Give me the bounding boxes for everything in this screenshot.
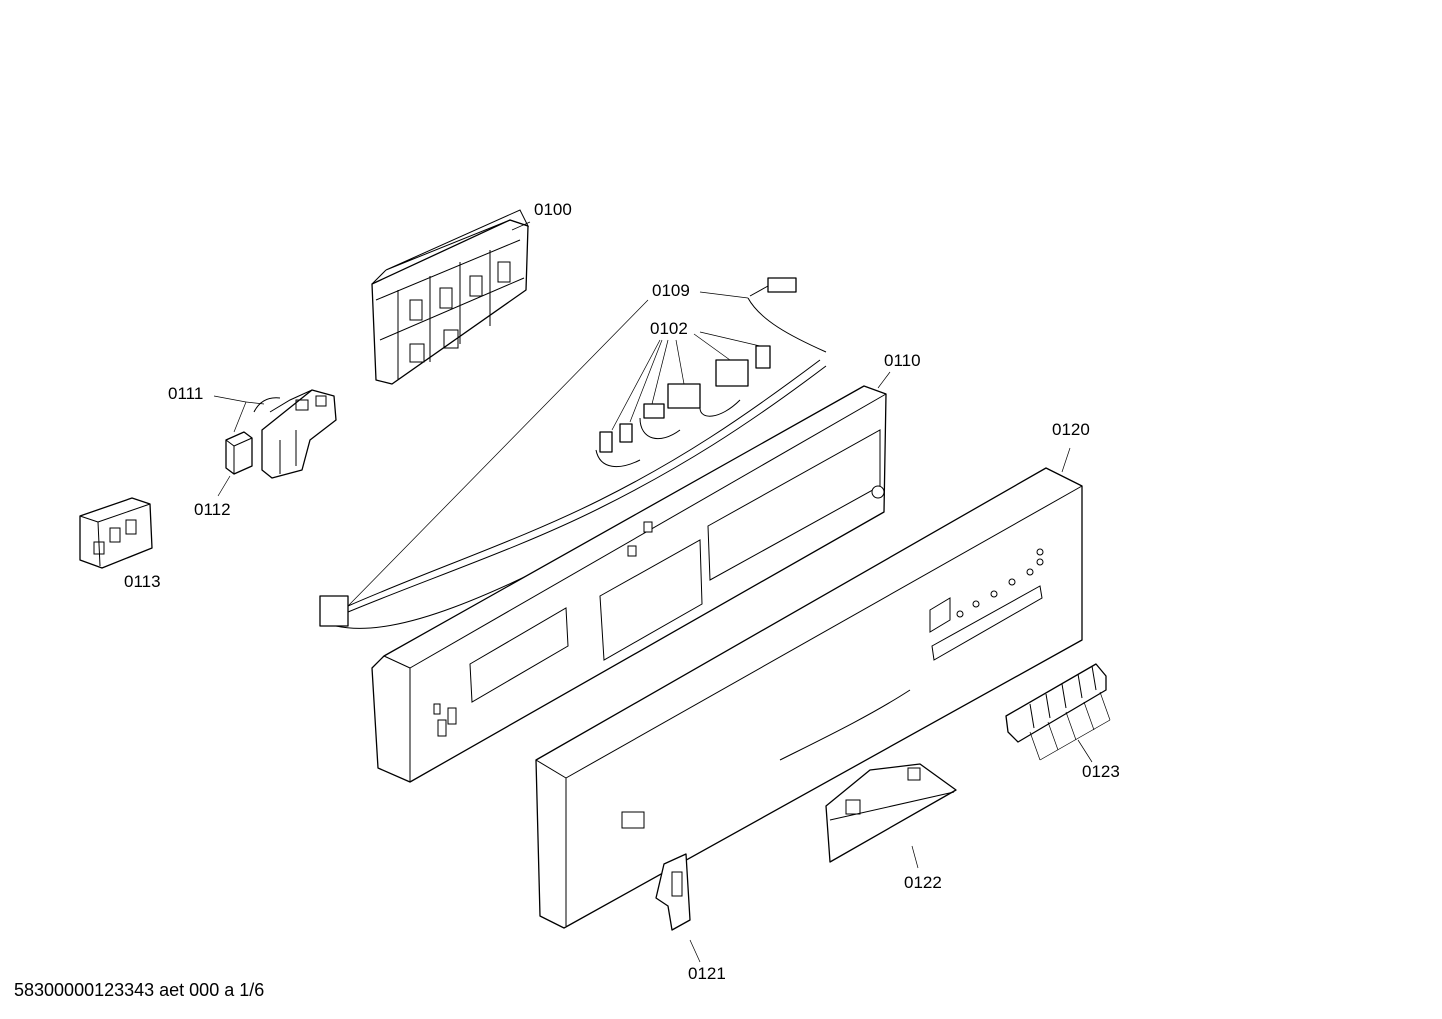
label-0111: 0111 (168, 384, 203, 403)
leader-lines (213, 221, 1111, 963)
label-0110: 0110 (884, 351, 921, 370)
label-0123: 0123 (1082, 762, 1120, 781)
drawing-reference-code: 58300000123343 aet 000 a 1/6 (14, 980, 265, 1000)
label-0100: 0100 (534, 200, 572, 219)
part-0111-switch-assembly (253, 389, 337, 479)
part-labels: 0100 0109 0102 0110 0111 0112 0113 0120 … (124, 200, 1120, 983)
label-0120: 0120 (1052, 420, 1090, 439)
part-0122-handle (825, 763, 957, 863)
part-0112-relay (225, 431, 253, 475)
part-0102-connectors (595, 345, 771, 468)
part-0120-fascia (535, 467, 1083, 929)
part-0113-module (79, 497, 153, 569)
part-0123-buttons (1005, 663, 1107, 743)
label-0113: 0113 (124, 572, 161, 591)
label-0121: 0121 (688, 964, 726, 983)
label-0102: 0102 (650, 319, 688, 338)
label-0122: 0122 (904, 873, 942, 892)
part-0100-control-module (371, 209, 529, 385)
label-0112: 0112 (194, 500, 231, 519)
label-0109: 0109 (652, 281, 690, 300)
part-0110-panel-frame (371, 385, 887, 783)
part-0121-clip (655, 853, 691, 931)
